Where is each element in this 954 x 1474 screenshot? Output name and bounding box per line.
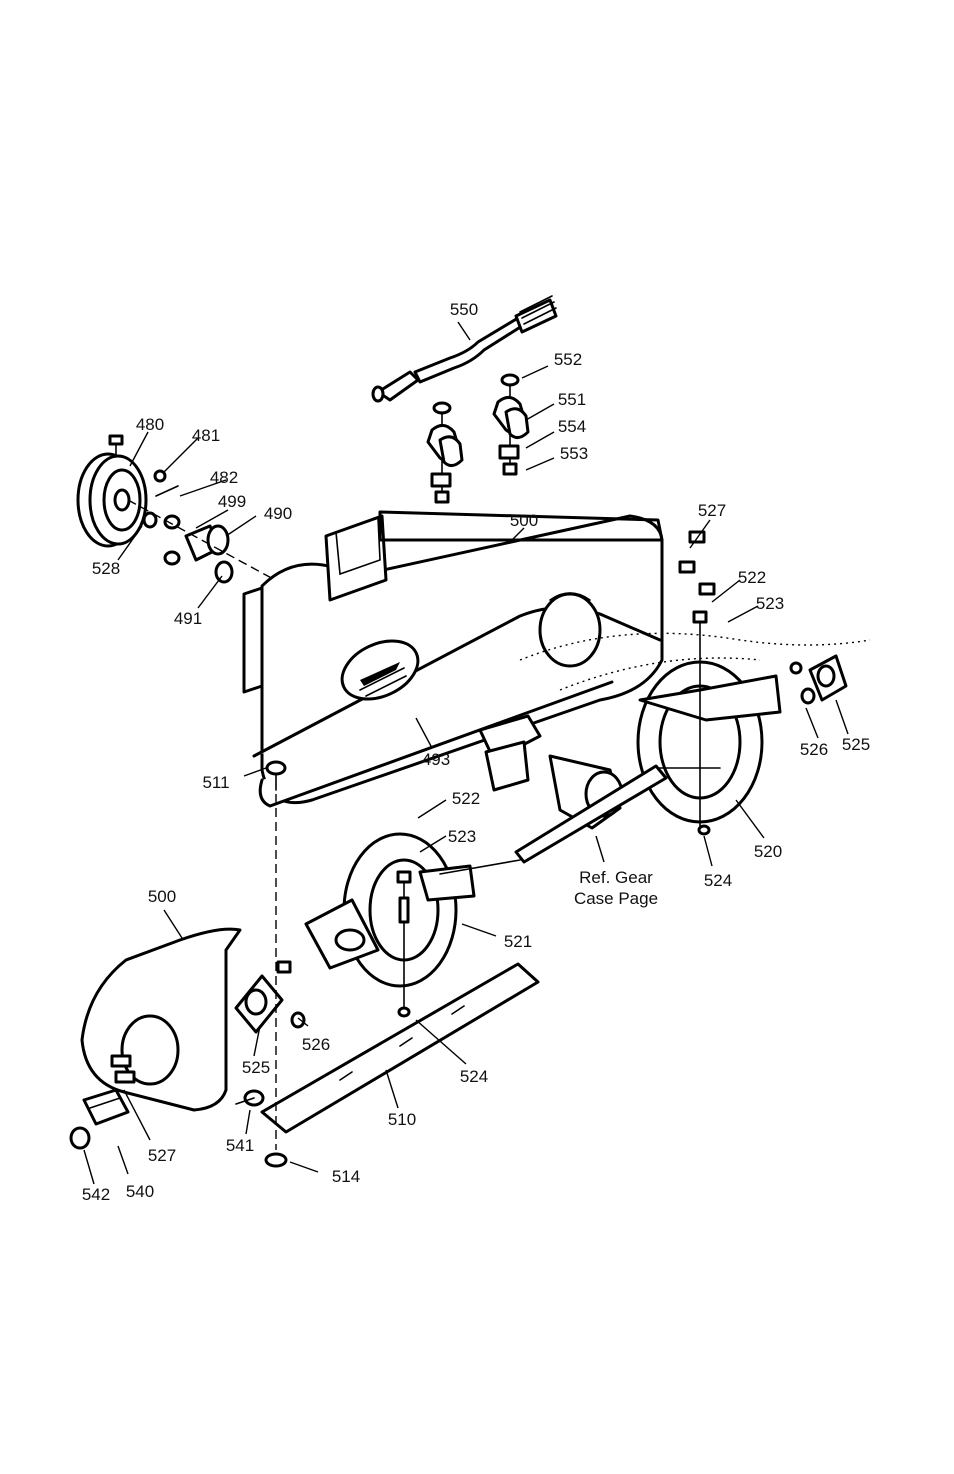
callout-521: 521 bbox=[504, 933, 532, 951]
ref-gear-case-label: Ref. Gear Case Page bbox=[574, 867, 658, 909]
callout-520: 520 bbox=[754, 843, 782, 861]
callout-553: 553 bbox=[560, 445, 588, 463]
callout-525-right: 525 bbox=[842, 736, 870, 754]
callout-526-right: 526 bbox=[800, 741, 828, 759]
callout-491: 491 bbox=[174, 610, 202, 628]
callout-524-mid: 524 bbox=[460, 1068, 488, 1086]
callout-500-top: 500 bbox=[510, 512, 538, 530]
callout-499: 499 bbox=[218, 493, 246, 511]
callout-481: 481 bbox=[192, 427, 220, 445]
callout-500-left: 500 bbox=[148, 888, 176, 906]
chute-clip-left bbox=[428, 403, 462, 502]
callout-554: 554 bbox=[558, 418, 586, 436]
callout-540: 540 bbox=[126, 1183, 154, 1201]
callout-514: 514 bbox=[332, 1168, 360, 1186]
bearing-bracket-right bbox=[791, 656, 846, 703]
callout-523-mid: 523 bbox=[448, 828, 476, 846]
callout-511: 511 bbox=[202, 774, 229, 792]
callout-551: 551 bbox=[558, 391, 586, 409]
auger-spiral-left bbox=[306, 834, 474, 986]
callout-490: 490 bbox=[264, 505, 292, 523]
callout-510: 510 bbox=[388, 1111, 416, 1129]
callout-550: 550 bbox=[450, 301, 478, 319]
callout-523-top: 523 bbox=[756, 595, 784, 613]
callout-482: 482 bbox=[210, 469, 238, 487]
callout-528: 528 bbox=[92, 560, 120, 578]
callout-541: 541 bbox=[226, 1137, 254, 1155]
callout-542: 542 bbox=[82, 1186, 110, 1204]
callout-522-mid: 522 bbox=[452, 790, 480, 808]
callout-493: 493 bbox=[422, 751, 450, 769]
callout-522-top: 522 bbox=[738, 569, 766, 587]
callout-525-left: 525 bbox=[242, 1059, 270, 1077]
auger-housing-lower-half bbox=[82, 929, 240, 1110]
callout-480: 480 bbox=[136, 416, 164, 434]
callout-524-right: 524 bbox=[704, 872, 732, 890]
chute-clip-right bbox=[494, 375, 528, 474]
auger-pulley bbox=[78, 436, 146, 546]
callout-527-top: 527 bbox=[698, 502, 726, 520]
callout-527-left: 527 bbox=[148, 1147, 176, 1165]
callout-552: 552 bbox=[554, 351, 582, 369]
auger-housing bbox=[244, 512, 662, 806]
bearing-bracket-left bbox=[236, 962, 304, 1032]
callout-526-left: 526 bbox=[302, 1036, 330, 1054]
